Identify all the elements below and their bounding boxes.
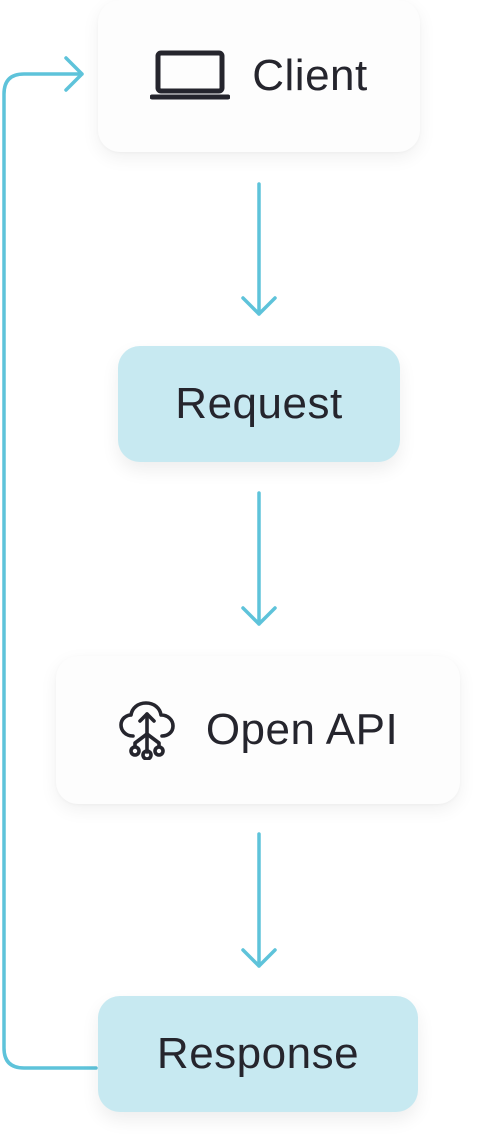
response-node: Response [98,996,418,1112]
open-api-node: Open API [56,656,460,804]
arrow-client-to-request [241,182,277,316]
request-label: Request [175,379,343,428]
client-label: Client [252,51,368,100]
arrow-openapi-to-response [241,832,277,968]
response-label: Response [156,1029,360,1078]
arrow-request-to-openapi [241,491,277,626]
open-api-label: Open API [205,705,399,754]
cloud-network-icon [118,700,176,760]
request-node: Request [118,346,400,462]
arrow-response-to-client-loop [2,56,98,1070]
laptop-icon [150,49,231,103]
client-node: Client [98,0,420,152]
